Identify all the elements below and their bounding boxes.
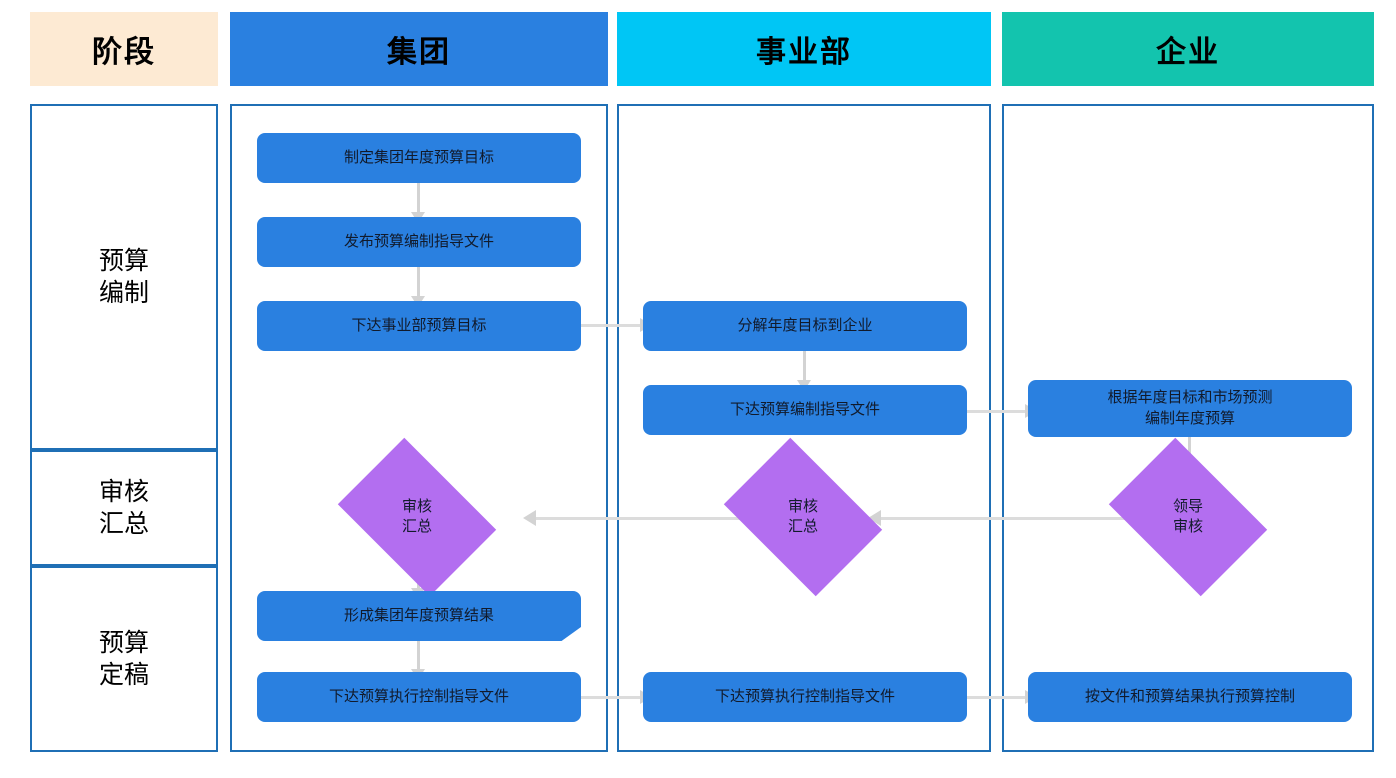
node-d4[interactable]: 下达预算执行控制指导文件 [643, 672, 967, 722]
node-g1[interactable]: 制定集团年度预算目标 [257, 133, 581, 183]
node-e2-label: 领导 审核 [1172, 497, 1203, 535]
arrowhead-d3-g4 [523, 510, 536, 526]
stage-label-budgeting: 预算 编制 [98, 247, 149, 307]
node-d2[interactable]: 下达预算编制指导文件 [643, 385, 967, 435]
column-header-group: 集团 [230, 12, 608, 86]
column-header-division: 事业部 [617, 12, 991, 86]
node-g4-decision[interactable]: 审核 汇总 [337, 437, 497, 597]
node-d1[interactable]: 分解年度目标到企业 [643, 301, 967, 351]
node-g5[interactable]: 形成集团年度预算结果 [257, 591, 581, 641]
connector-d4-e3 [965, 696, 1027, 699]
node-g2-label: 发布预算编制指导文件 [343, 232, 494, 250]
node-g3[interactable]: 下达事业部预算目标 [257, 301, 581, 351]
connector-g6-d4 [580, 696, 642, 699]
node-g1-label: 制定集团年度预算目标 [343, 148, 494, 166]
node-g6[interactable]: 下达预算执行控制指导文件 [257, 672, 581, 722]
node-d2-label: 下达预算编制指导文件 [729, 400, 880, 418]
node-e1[interactable]: 根据年度目标和市场预测 编制年度预算 [1028, 380, 1352, 437]
stage-label-review: 审核 汇总 [98, 478, 149, 538]
node-d3-decision[interactable]: 审核 汇总 [723, 437, 883, 597]
stage-label-finalize: 预算 定稿 [98, 629, 149, 689]
node-g4-label: 审核 汇总 [401, 497, 432, 535]
node-d4-label: 下达预算执行控制指导文件 [714, 687, 895, 705]
node-g6-label: 下达预算执行控制指导文件 [328, 687, 509, 705]
node-e3-label: 按文件和预算结果执行预算控制 [1084, 687, 1295, 705]
connector-g1-g2 [417, 183, 420, 215]
node-e2-decision[interactable]: 领导 审核 [1108, 437, 1268, 597]
connector-e2-d3 [880, 517, 1136, 520]
connector-g5-g6 [417, 641, 420, 672]
connector-d3-g4 [535, 517, 750, 520]
column-header-enterprise-label: 企业 [1156, 36, 1220, 69]
node-d1-label: 分解年度目标到企业 [737, 316, 873, 334]
node-g3-label: 下达事业部预算目标 [351, 316, 487, 334]
stage-cell-review: 审核 汇总 [30, 450, 218, 566]
column-header-enterprise: 企业 [1002, 12, 1374, 86]
connector-g2-g3 [417, 267, 420, 299]
stage-cell-finalize: 预算 定稿 [30, 566, 218, 752]
column-header-division-label: 事业部 [756, 36, 852, 69]
connector-g3-d1 [580, 324, 642, 327]
node-g5-label: 形成集团年度预算结果 [343, 606, 494, 624]
node-e3[interactable]: 按文件和预算结果执行预算控制 [1028, 672, 1352, 722]
column-header-stage-label: 阶段 [92, 36, 156, 69]
node-e1-label: 根据年度目标和市场预测 编制年度预算 [1107, 389, 1273, 427]
connector-d1-d2 [803, 351, 806, 383]
node-g2[interactable]: 发布预算编制指导文件 [257, 217, 581, 267]
node-d3-label: 审核 汇总 [787, 497, 818, 535]
column-header-stage: 阶段 [30, 12, 218, 86]
connector-d2-e1 [965, 410, 1027, 413]
column-header-group-label: 集团 [387, 36, 451, 69]
stage-cell-budgeting: 预算 编制 [30, 104, 218, 450]
